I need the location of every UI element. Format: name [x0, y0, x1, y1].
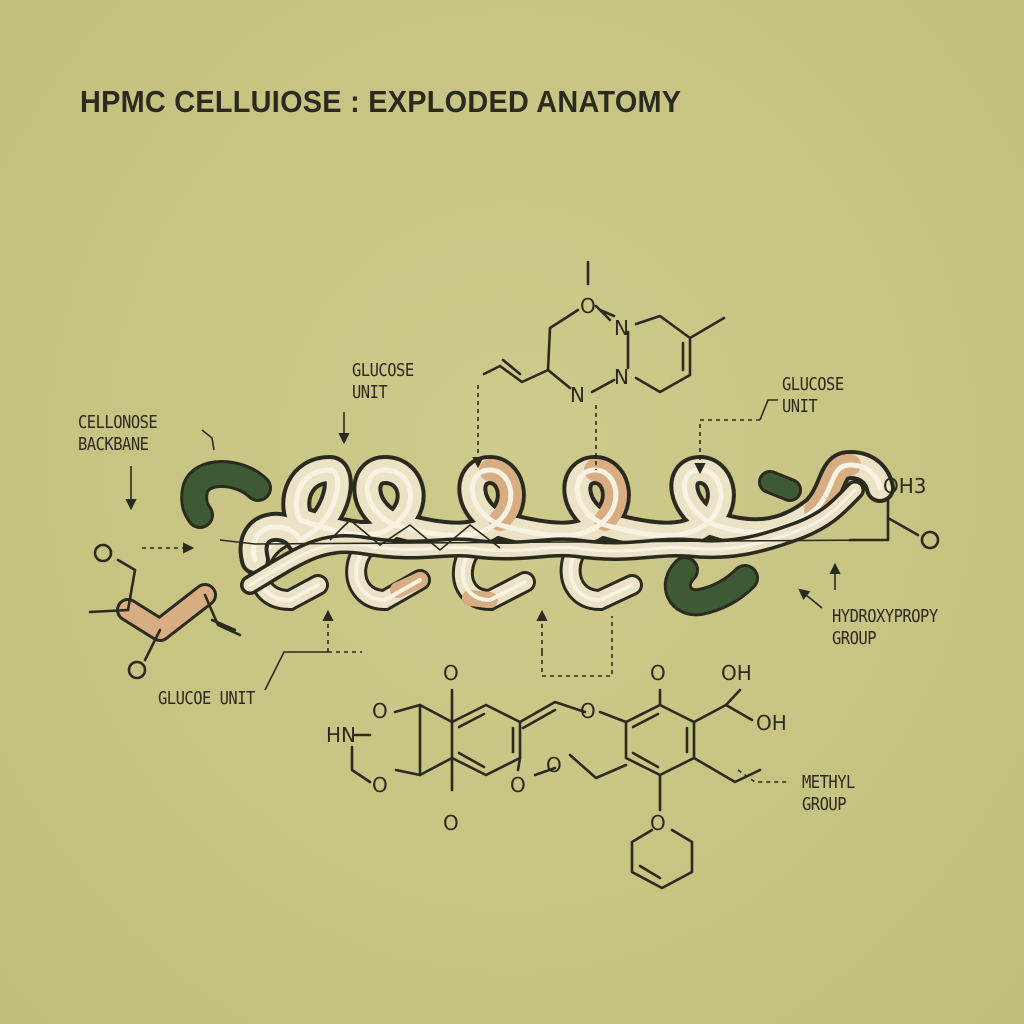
atom-o: O	[443, 661, 459, 685]
label-line: HYDROXYPROPY	[832, 606, 938, 627]
atom-o: O	[580, 294, 596, 318]
atom-n: N	[614, 316, 629, 340]
atom-oh3: OH3	[883, 474, 927, 498]
arrow-down-icon	[694, 419, 760, 475]
atom-oh: OH	[721, 661, 752, 685]
atom-o: O	[650, 811, 666, 835]
atom-hn: HN	[326, 723, 356, 747]
atom-o: O	[546, 753, 562, 777]
atom-o: O	[372, 773, 388, 797]
atom-o: O	[650, 661, 666, 685]
atom-o: O	[580, 699, 596, 723]
cellulose-backbone-chain	[180, 450, 895, 617]
label-line: UNIT	[352, 382, 388, 403]
dark-green-hook-right	[663, 556, 759, 617]
label-line: CELLONOSE	[78, 412, 158, 433]
label-line: METHYL	[802, 772, 855, 793]
label-line: UNIT	[782, 396, 818, 417]
atom-o: O	[443, 811, 459, 835]
page-title: HPMC CELLUIOSE : EXPLODED ANATOMY	[80, 84, 682, 119]
bottom-molecule: HN O O O O O O O O O OH OH	[326, 661, 787, 890]
atom-o: O	[510, 773, 526, 797]
label-line: GLUCOE UNIT	[158, 688, 255, 709]
atom-n: N	[614, 365, 629, 389]
label-line: GLUCOSE	[782, 374, 844, 395]
atom-n: N	[570, 383, 585, 407]
label-line: GLUCOSE	[352, 360, 414, 381]
label-line: GROUP	[802, 794, 847, 815]
label-methyl-group: METHYL GROUP	[802, 772, 855, 816]
atom-oh: OH	[756, 711, 787, 735]
label-cellonose-backbane: CELLONOSE BACKBANE	[78, 412, 158, 456]
right-tail: OH3	[848, 474, 940, 550]
label-line: BACKBANE	[78, 434, 149, 455]
main-strand	[238, 450, 895, 595]
top-heterocycle: O N N N	[482, 260, 726, 407]
leader-lines	[125, 385, 841, 783]
label-glucose-unit-left: GLUCOSE UNIT	[352, 360, 414, 404]
left-fragment	[88, 543, 242, 680]
dark-green-hook-left	[180, 460, 272, 529]
label-glucoe-unit: GLUCOE UNIT	[158, 688, 255, 710]
atom-o: O	[372, 699, 388, 723]
label-glucose-unit-right: GLUCOSE UNIT	[782, 374, 844, 418]
label-hydroxypropy-group: HYDROXYPROPY GROUP	[832, 606, 938, 650]
arrow-up-icon	[798, 588, 823, 609]
label-line: GROUP	[832, 628, 877, 649]
